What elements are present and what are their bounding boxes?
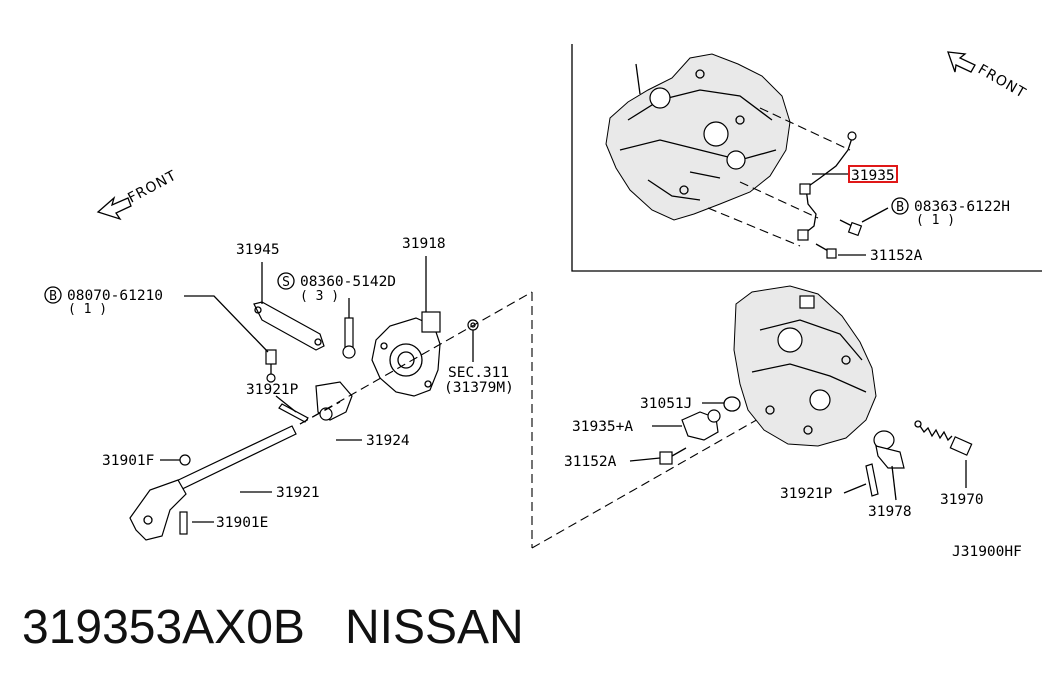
label-31970: 31970 xyxy=(940,492,984,508)
inset-frame xyxy=(571,44,1042,272)
front-label-left: FRONT xyxy=(125,168,179,207)
label-31935A: 31935+A xyxy=(572,419,633,435)
part-caption: 319353AX0B NISSAN xyxy=(22,600,524,656)
part-number: 319353AX0B xyxy=(22,601,305,654)
front-arrow-right: FRONT xyxy=(947,51,1029,102)
bolt-symbol-b-08070: B xyxy=(49,289,57,304)
label-08360-5142D: 08360-5142D xyxy=(300,274,396,290)
label-31152A-inset: 31152A xyxy=(870,248,923,264)
spring-31970 xyxy=(914,420,973,456)
label-31921P-left: 31921P xyxy=(246,382,299,398)
label-31978: 31978 xyxy=(868,504,912,520)
bushing-31901F xyxy=(179,454,191,466)
label-31921: 31921 xyxy=(276,485,320,501)
label-31924: 31924 xyxy=(366,433,410,449)
pin-31901E xyxy=(179,511,188,535)
speed-sensor-harness xyxy=(797,131,857,241)
bracket-31978 xyxy=(873,430,905,469)
sensor-31935A xyxy=(681,409,721,441)
shift-lever-31924 xyxy=(315,381,353,421)
label-sec311: SEC.311 xyxy=(448,365,509,381)
bolt-31152A-main xyxy=(659,447,687,465)
label-31935-highlighted: 31935 xyxy=(851,168,895,184)
bolt-symbol-b-08363: B xyxy=(896,200,904,215)
bracket-31945 xyxy=(253,301,325,351)
caption-separator xyxy=(305,601,345,654)
main-transmission-case xyxy=(733,285,877,447)
pin-31921P xyxy=(278,403,309,423)
label-31921P-right: 31921P xyxy=(780,486,833,502)
highlight-box-31935 xyxy=(848,165,898,183)
brand-name: NISSAN xyxy=(344,601,524,654)
label-31051J: 31051J xyxy=(640,396,692,412)
label-31152A-main: 31152A xyxy=(564,454,617,470)
bolt-08363 xyxy=(839,219,863,237)
label-08363-qty: ( 1 ) xyxy=(916,213,955,228)
label-08070-qty: ( 1 ) xyxy=(68,302,107,317)
housing-31918 xyxy=(371,311,441,397)
bolt-31152A-inset xyxy=(815,243,837,259)
front-label-right: FRONT xyxy=(975,62,1029,102)
label-08363-6122H: 08363-6122H xyxy=(914,199,1010,215)
label-31901F: 31901F xyxy=(102,453,154,469)
label-31379M: (31379M) xyxy=(444,380,514,396)
label-31945: 31945 xyxy=(236,242,280,258)
label-31918: 31918 xyxy=(402,236,446,252)
diagram-code: J31900HF xyxy=(952,544,1022,560)
pin-31921P-right xyxy=(865,463,879,497)
label-08070-61210: 08070-61210 xyxy=(67,288,163,304)
screw-symbol-s-08360: S xyxy=(282,275,290,290)
screw-08360 xyxy=(342,317,356,359)
inset-dashed-guides xyxy=(707,107,851,247)
inset-transmission-case xyxy=(605,53,791,221)
label-31901E: 31901E xyxy=(216,515,268,531)
front-arrow-left: FRONT xyxy=(96,168,180,221)
o-ring-31051J xyxy=(723,396,741,412)
bolt-08070 xyxy=(265,349,277,383)
left-dashed-guides xyxy=(299,291,761,549)
shift-rod-31921 xyxy=(129,425,297,541)
label-08360-qty: ( 3 ) xyxy=(300,289,339,304)
